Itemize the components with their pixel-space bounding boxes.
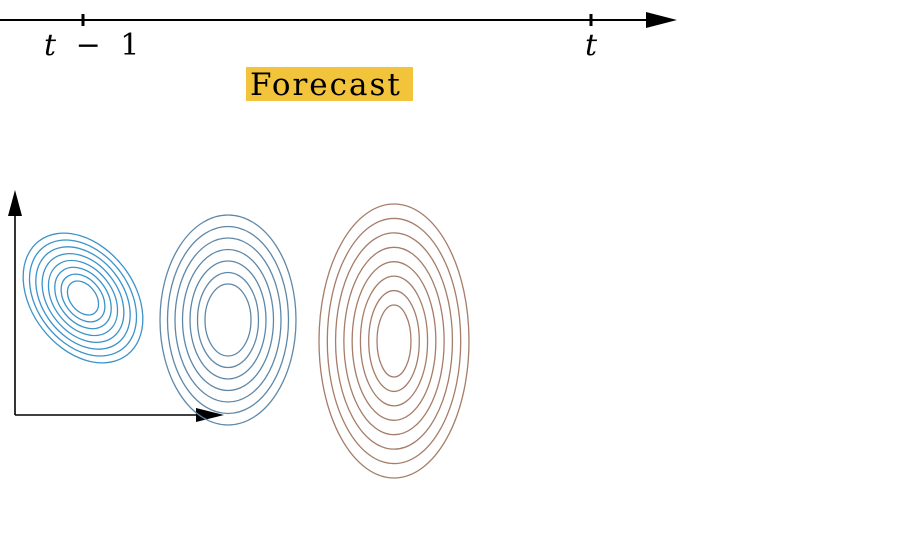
tick-label-left-op: − <box>76 28 101 63</box>
timeline: t − 1 t <box>0 12 677 63</box>
contour-left-ellipse <box>22 232 144 364</box>
contour-left-ellipse <box>41 253 125 343</box>
contour-plot-left <box>22 232 144 364</box>
contour-left-ellipse <box>66 280 100 316</box>
contour-middle-ellipse <box>174 237 282 403</box>
contour-right-ellipse <box>351 261 437 421</box>
contour-left-ellipse <box>35 246 131 350</box>
contour-right-ellipse <box>318 203 470 479</box>
contour-left-ellipse <box>60 273 106 323</box>
timeline-arrowhead-icon <box>646 12 677 28</box>
contour-middle-ellipse <box>189 260 267 380</box>
contour-right-ellipse <box>359 275 429 407</box>
contour-left-ellipse <box>47 259 119 337</box>
contour-right-ellipse <box>368 289 420 393</box>
contour-middle-ellipse <box>166 225 290 415</box>
x-axis-arrowhead-icon <box>196 408 224 422</box>
step-label-highlight <box>246 67 413 101</box>
coordinate-axes <box>8 190 224 422</box>
contour-right-ellipse <box>376 304 412 378</box>
contour-right-ellipse <box>343 246 445 436</box>
tick-label-left-num: 1 <box>120 28 139 63</box>
y-axis-arrowhead-icon <box>8 190 22 216</box>
tick-label-left-var: t <box>44 28 57 63</box>
contour-middle-ellipse <box>196 271 260 369</box>
contour-middle-ellipse <box>204 283 252 357</box>
contour-left-ellipse <box>28 239 138 357</box>
contour-middle-ellipse <box>181 248 275 392</box>
step-label-text: Forecast <box>250 67 402 103</box>
tick-label-right: t <box>585 28 598 63</box>
contour-plot-middle <box>159 214 297 426</box>
contour-right-ellipse <box>326 217 462 465</box>
contour-right-ellipse <box>334 232 454 450</box>
contour-plot-right <box>318 203 470 479</box>
contour-left-ellipse <box>54 266 112 330</box>
tick-label-left: t − 1 <box>44 28 139 63</box>
step-label: Forecast <box>246 67 413 103</box>
contour-middle-ellipse <box>159 214 297 426</box>
